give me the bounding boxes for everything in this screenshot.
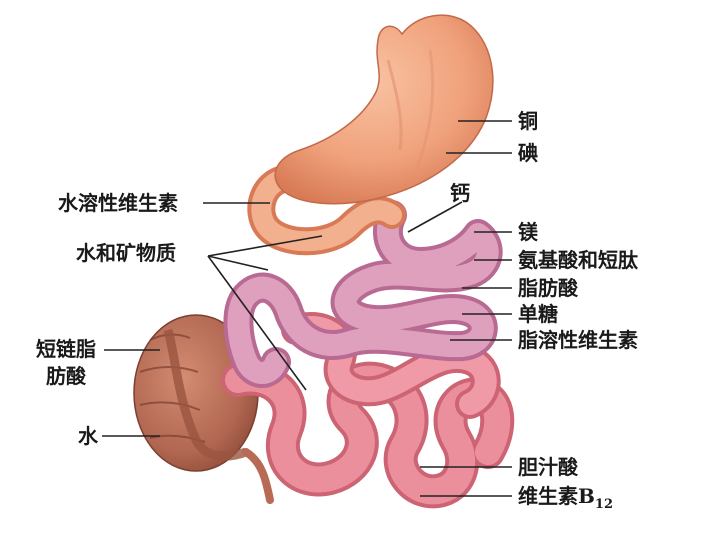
leader-lines	[102, 120, 512, 497]
label-vitamin-b12: 维生素B12	[518, 484, 613, 512]
label-short-chain-fatty-acids-line2: 肪酸	[46, 364, 86, 388]
label-fatty-acids: 脂肪酸	[518, 276, 578, 300]
label-short-chain-fatty-acids-line1: 短链脂	[36, 337, 96, 361]
label-bile-acids: 胆汁酸	[518, 455, 578, 479]
label-vitamin-b12-main: 维生素B	[518, 484, 595, 508]
jejunum-coils	[223, 200, 503, 388]
label-water: 水	[78, 424, 98, 448]
label-water-soluble-vitamins: 水溶性维生素	[58, 191, 178, 215]
label-monosaccharides: 单糖	[518, 302, 558, 326]
leader-calcium	[407, 201, 463, 233]
label-calcium: 钙	[450, 181, 470, 205]
leader-water-minerals-1	[207, 235, 323, 257]
leader-water-minerals-2	[207, 255, 269, 271]
leader-water-minerals-3	[207, 255, 307, 391]
label-vitamin-b12-subscript: 12	[594, 497, 613, 512]
label-water-and-minerals: 水和矿物质	[76, 241, 176, 265]
label-magnesium: 镁	[518, 220, 538, 244]
colon	[133, 314, 274, 504]
label-fat-soluble-vitamins: 脂溶性维生素	[518, 328, 638, 352]
stomach	[274, 14, 494, 205]
label-copper: 铜	[518, 109, 538, 133]
label-iodine: 碘	[518, 141, 538, 165]
label-amino-acids-short-peptides: 氨基酸和短肽	[518, 248, 638, 272]
